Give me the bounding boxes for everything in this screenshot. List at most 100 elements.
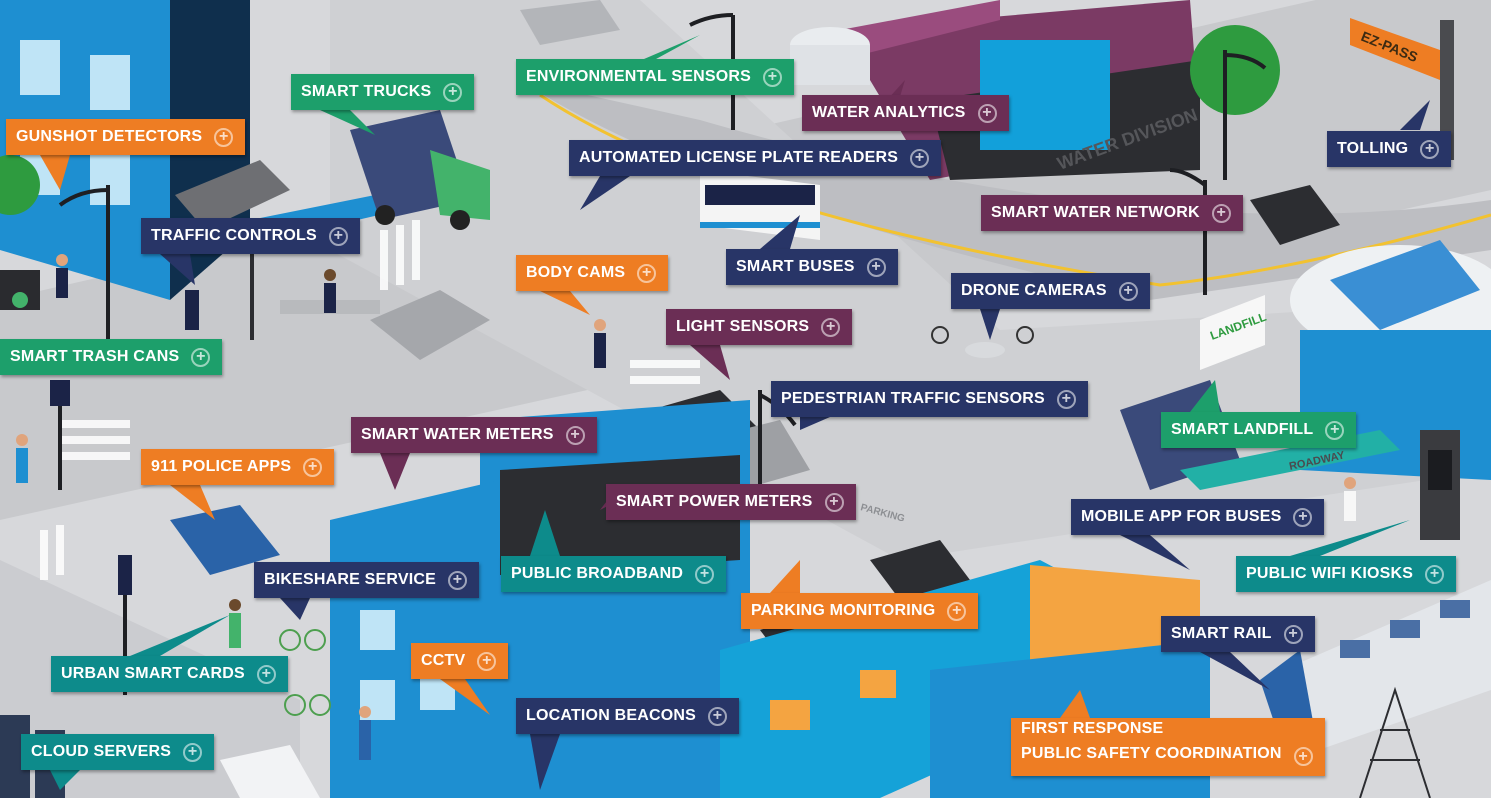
label-smart-trash-cans[interactable]: SMART TRASH CANS + [0,339,223,375]
plus-circle-icon[interactable]: + [866,257,886,277]
label-urban-smart-cards[interactable]: URBAN SMART CARDS + [51,656,288,692]
label-text: LOCATION BEACONS [526,707,697,724]
left-tree [0,155,40,215]
city-bus [700,170,820,240]
label-public-wifi-kiosks[interactable]: PUBLIC WIFI KIOSKS + [1236,556,1457,592]
label-traffic-controls[interactable]: TRAFFIC CONTROLS + [141,218,360,254]
label-pointer [1120,535,1190,570]
plus-circle-icon[interactable]: + [443,82,463,102]
plus-circle-icon[interactable]: + [695,564,715,584]
label-text: TRAFFIC CONTROLS [151,227,317,244]
plus-circle-icon[interactable]: + [947,601,967,621]
label-text: TOLLING [1337,140,1409,157]
label-environmental-sensors[interactable]: ENVIRONMENTAL SENSORS + [516,59,794,95]
plus-circle-icon[interactable]: + [1325,420,1345,440]
label-pointer [440,679,490,715]
label-smart-water-meters[interactable]: SMART WATER METERS + [351,417,597,453]
plus-circle-icon[interactable]: + [303,457,323,477]
label-text: PEDESTRIAN TRAFFIC SENSORS [781,390,1045,407]
label-pointer [530,734,560,790]
plus-circle-icon[interactable]: + [1283,624,1303,644]
label-text: URBAN SMART CARDS [61,665,245,682]
label-pointer [160,254,195,285]
label-text: BIKESHARE SERVICE [264,571,437,588]
plus-circle-icon[interactable]: + [448,570,468,590]
traffic-lights [50,290,199,695]
power-pylon [1359,686,1431,798]
label-text: SMART LANDFILL [1171,421,1314,438]
plus-circle-icon[interactable]: + [477,651,497,671]
label-smart-rail[interactable]: SMART RAIL + [1161,616,1315,652]
label-text-line1: FIRST RESPONSE [1021,720,1164,737]
label-smart-power-meters[interactable]: SMART POWER METERS + [606,484,856,520]
label-text: SMART TRUCKS [301,83,432,100]
label-location-beacons[interactable]: LOCATION BEACONS + [516,698,740,734]
label-pointer [760,215,800,249]
label-pointer [540,291,590,315]
label-pedestrian-traffic-sensors[interactable]: PEDESTRIAN TRAFFIC SENSORS + [771,381,1088,417]
label-smart-landfill[interactable]: SMART LANDFILL + [1161,412,1357,448]
label-pointer [170,485,215,520]
label-text-line2: PUBLIC SAFETY COORDINATION [1021,745,1282,762]
label-automated-license-plate-readers[interactable]: AUTOMATED LICENSE PLATE READERS + [569,140,942,176]
label-cloud-servers[interactable]: CLOUD SERVERS + [21,734,215,770]
label-light-sensors[interactable]: LIGHT SENSORS + [666,309,853,345]
label-pointer [1400,100,1430,130]
water-tank [790,27,870,85]
plus-circle-icon[interactable]: + [256,664,276,684]
label-pointer [1290,520,1410,556]
label-pointer [580,176,630,210]
label-pointer [690,345,730,380]
plus-circle-icon[interactable]: + [214,127,234,147]
plus-circle-icon[interactable]: + [183,742,203,762]
pedestrians [16,254,1356,760]
plus-circle-icon[interactable]: + [824,492,844,512]
plus-circle-icon[interactable]: + [1425,564,1445,584]
label-water-analytics[interactable]: WATER ANALYTICS + [802,95,1009,131]
label-smart-buses[interactable]: SMART BUSES + [726,249,898,285]
label-mobile-app-for-buses[interactable]: MOBILE APP FOR BUSES + [1071,499,1325,535]
top-right-tree [1190,25,1280,115]
plus-circle-icon[interactable]: + [977,103,997,123]
label-text: SMART RAIL [1171,625,1272,642]
label-pointer [130,615,230,656]
label-public-broadband[interactable]: PUBLIC BROADBAND + [501,556,727,592]
label-drone-cameras[interactable]: DRONE CAMERAS + [951,273,1150,309]
plus-circle-icon[interactable]: + [1118,281,1138,301]
label-text: ENVIRONMENTAL SENSORS [526,68,751,85]
label-first-response-public-safety[interactable]: FIRST RESPONSE PUBLIC SAFETY COORDINATIO… [1011,718,1325,776]
label-tolling[interactable]: TOLLING + [1327,131,1452,167]
label-smart-water-network[interactable]: SMART WATER NETWORK + [981,195,1243,231]
label-text: GUNSHOT DETECTORS [16,128,203,145]
label-parking-monitoring[interactable]: PARKING MONITORING + [741,593,979,629]
label-body-cams[interactable]: BODY CAMS + [516,255,669,291]
label-pointer [1200,652,1270,690]
crosswalks [40,220,700,580]
plus-circle-icon[interactable]: + [762,67,782,87]
plus-circle-icon[interactable]: + [1293,507,1313,527]
plus-circle-icon[interactable]: + [565,425,585,445]
label-pointer [380,453,410,490]
label-text: SMART WATER METERS [361,426,554,443]
label-cctv[interactable]: CCTV + [411,643,509,679]
label-911-police-apps[interactable]: 911 POLICE APPS + [141,449,335,485]
label-pointer [280,598,310,620]
label-text: CCTV [421,652,466,669]
plus-circle-icon[interactable]: + [1420,139,1440,159]
plus-circle-icon[interactable]: + [328,226,348,246]
plus-circle-icon[interactable]: + [637,263,657,283]
bikeshare-bikes [279,629,331,716]
plus-circle-icon[interactable]: + [1211,203,1231,223]
label-bikeshare-service[interactable]: BIKESHARE SERVICE + [254,562,480,598]
label-smart-trucks[interactable]: SMART TRUCKS + [291,74,475,110]
plus-circle-icon[interactable]: + [910,148,930,168]
label-gunshot-detectors[interactable]: GUNSHOT DETECTORS + [6,119,246,155]
drone [931,326,1034,358]
plus-circle-icon[interactable]: + [191,347,211,367]
plus-circle-icon[interactable]: + [708,706,728,726]
plus-circle-icon[interactable]: + [1293,747,1313,766]
label-text: SMART POWER METERS [616,493,813,510]
plus-circle-icon[interactable]: + [1056,389,1076,409]
plus-circle-icon[interactable]: + [821,317,841,337]
trash-cans [0,270,40,310]
